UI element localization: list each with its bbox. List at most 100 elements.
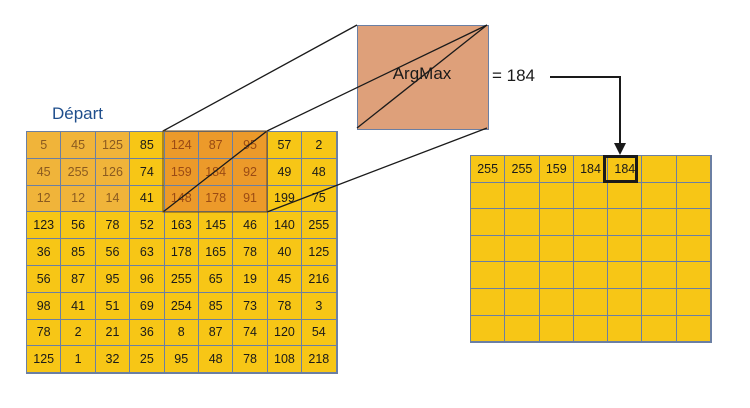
argmax-label: ArgMax (392, 64, 452, 83)
output-cell (573, 288, 609, 316)
projection-line-top (162, 24, 358, 132)
output-cell (608, 315, 643, 343)
input-cell: 45 (267, 265, 303, 293)
input-cell: 145 (198, 212, 234, 240)
projection-line-bottom (266, 127, 488, 213)
output-cell (676, 262, 712, 289)
output-cell (608, 288, 643, 316)
input-cell: 63 (130, 239, 165, 266)
result-arrow-line (550, 76, 621, 145)
input-cell: 65 (198, 265, 234, 293)
input-cell: 216 (302, 265, 337, 293)
input-cell: 36 (130, 319, 165, 347)
input-cell: 108 (267, 346, 303, 374)
result-arrow-head (614, 143, 626, 155)
input-cell: 74 (130, 158, 165, 186)
output-cell (642, 288, 677, 316)
input-cell: 12 (61, 185, 96, 213)
output-cell (539, 182, 574, 210)
window-diagonal (162, 130, 268, 213)
output-cell (573, 235, 609, 263)
output-cell (676, 209, 712, 236)
input-cell: 78 (27, 319, 62, 347)
input-cell: 87 (198, 319, 234, 347)
output-cell (608, 235, 643, 263)
input-cell: 125 (302, 239, 337, 266)
input-cell: 45 (27, 158, 62, 186)
input-cell: 21 (95, 319, 131, 347)
input-cell: 125 (27, 346, 62, 374)
input-cell: 3 (302, 292, 337, 320)
output-cell (642, 182, 677, 210)
output-cell (573, 315, 609, 343)
input-cell: 12 (27, 185, 62, 213)
input-cell: 41 (130, 185, 165, 213)
output-cell (676, 182, 712, 210)
output-cell (573, 209, 609, 236)
output-cell: 184 (573, 156, 609, 183)
input-cell: 49 (267, 158, 303, 186)
input-cell: 124 (164, 132, 199, 159)
output-cell (676, 288, 712, 316)
output-cell (505, 182, 540, 210)
input-cell: 85 (198, 292, 234, 320)
input-cell: 140 (267, 212, 303, 240)
input-cell: 56 (61, 212, 96, 240)
input-cell: 255 (302, 212, 337, 240)
input-cell: 165 (198, 239, 234, 266)
input-cell: 178 (164, 239, 199, 266)
input-cell: 163 (164, 212, 199, 240)
output-cell (471, 182, 506, 210)
input-cell: 255 (61, 158, 96, 186)
input-cell: 56 (27, 265, 62, 293)
input-cell: 41 (61, 292, 96, 320)
window-outline (162, 130, 268, 213)
input-title: Départ (52, 104, 104, 123)
output-cell (505, 209, 540, 236)
input-cell: 75 (302, 185, 337, 213)
result-label: = 184 (492, 66, 536, 85)
input-cell: 25 (130, 346, 165, 374)
output-cell (642, 209, 677, 236)
projection-line-mid (266, 24, 488, 132)
output-cell (608, 209, 643, 236)
input-cell: 125 (95, 132, 131, 159)
output-cell (471, 235, 506, 263)
input-cell: 8 (164, 319, 199, 347)
input-cell: 92 (233, 158, 268, 186)
output-cell: 255 (471, 156, 506, 183)
input-cell: 69 (130, 292, 165, 320)
output-cell (505, 288, 540, 316)
input-cell: 123 (27, 212, 62, 240)
output-cell: 255 (505, 156, 540, 183)
input-cell: 74 (233, 319, 268, 347)
input-cell: 78 (95, 212, 131, 240)
output-cell (642, 156, 677, 183)
input-cell: 95 (95, 265, 131, 293)
highlighted-output-cell (603, 155, 638, 183)
output-cell (539, 209, 574, 236)
input-cell: 126 (95, 158, 131, 186)
input-cell: 48 (302, 158, 337, 186)
input-cell: 56 (95, 239, 131, 266)
input-cell: 46 (233, 212, 268, 240)
output-cell (573, 262, 609, 289)
input-cell: 51 (95, 292, 131, 320)
input-cell: 199 (267, 185, 303, 213)
output-cell (676, 235, 712, 263)
output-cell (471, 262, 506, 289)
output-cell (471, 315, 506, 343)
input-cell: 78 (233, 239, 268, 266)
input-cell: 218 (302, 346, 337, 374)
output-cell (471, 209, 506, 236)
output-cell (505, 262, 540, 289)
output-cell (642, 262, 677, 289)
output-cell (539, 288, 574, 316)
input-cell: 54 (302, 319, 337, 347)
input-cell: 98 (27, 292, 62, 320)
output-cell (505, 315, 540, 343)
input-cell: 2 (302, 132, 337, 159)
output-cell (608, 262, 643, 289)
output-cell (539, 315, 574, 343)
